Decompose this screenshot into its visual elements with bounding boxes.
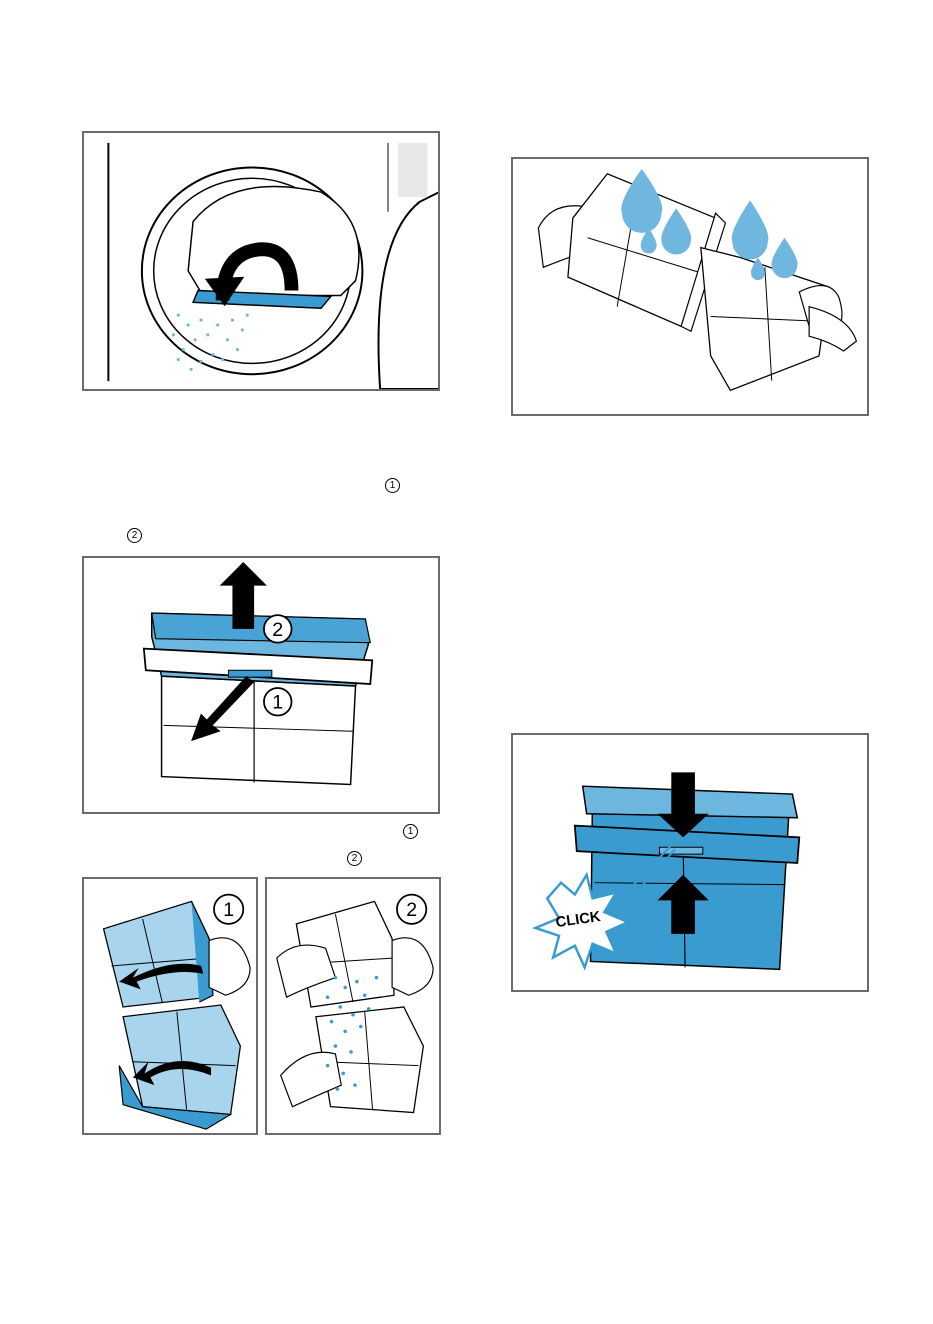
drum-illustration [84,133,438,389]
step-marker-3: 1 [403,824,418,839]
filter-clean-2-illustration: 2 [267,879,439,1133]
figure-filter-clean-1: 1 [82,877,258,1135]
reinsert-illustration: CLICK [513,735,867,990]
figure-filter-open: 2 1 [82,556,440,814]
step-marker-4: 2 [347,851,362,866]
figure-filter-clean-2: 2 [265,877,441,1135]
filter-clean-1-illustration: 1 [84,879,256,1133]
figure-reinsert-filter: CLICK [511,733,869,992]
label-step-2: 2 [406,899,417,921]
step-marker-2: 2 [127,528,142,543]
rinse-illustration [513,159,867,414]
label-step-1: 1 [223,899,234,921]
figure-drum-filter [82,131,440,391]
figure-rinse-filter [511,157,869,416]
label-step-1: 1 [272,692,283,714]
label-step-2: 2 [272,619,283,641]
step-marker-1: 1 [385,478,400,493]
filter-open-illustration: 2 1 [84,558,438,812]
